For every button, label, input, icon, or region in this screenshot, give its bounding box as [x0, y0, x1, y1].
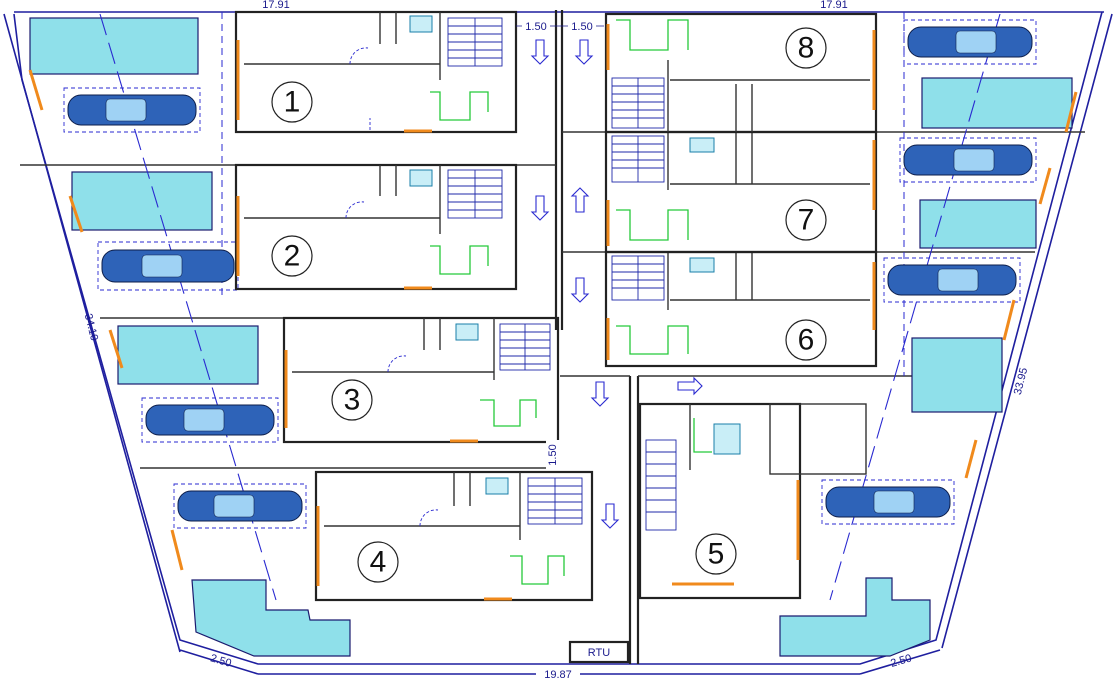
- dim-middle-gap: 1.50: [547, 444, 559, 465]
- car-icon: [141, 397, 279, 443]
- pool-icon: [921, 77, 1073, 129]
- pool-icon: [71, 171, 213, 231]
- entry-arrows: [530, 39, 703, 529]
- unit-4: [314, 470, 594, 602]
- stair-icon: [611, 255, 665, 301]
- car-icon: [899, 137, 1037, 183]
- technical-room: RTU: [568, 640, 630, 664]
- unit-5: [638, 402, 867, 600]
- pool-icon: [191, 579, 351, 657]
- dim-right-side: 33.95: [1012, 366, 1030, 396]
- unit-numbers: 1 2 3 4 5 6 7 8: [271, 27, 827, 583]
- dim-gap-right: 1.50: [571, 21, 592, 33]
- dim-top-left: 17.91: [262, 0, 290, 11]
- arrow-icon: [530, 39, 550, 65]
- parking: [63, 19, 1037, 529]
- unit-number-4: 4: [370, 546, 387, 579]
- dim-left-side: 34.10: [82, 312, 100, 342]
- unit-number-8: 8: [798, 32, 815, 65]
- car-icon: [63, 87, 201, 133]
- pool-icon: [919, 199, 1037, 249]
- pool-icon: [911, 337, 1003, 413]
- unit-number-3: 3: [344, 384, 361, 417]
- unit-7: [604, 130, 878, 254]
- unit-number-5: 5: [708, 538, 725, 571]
- car-icon: [173, 483, 307, 529]
- unit-number-2: 2: [284, 240, 301, 273]
- dim-bottom: 19.87: [544, 669, 572, 680]
- unit-3: [282, 316, 560, 444]
- stair-icon: [527, 477, 583, 525]
- pools: [29, 17, 1073, 657]
- arrow-icon: [600, 503, 620, 529]
- stair-icon: [611, 135, 665, 183]
- stair-icon: [499, 323, 551, 371]
- arrow-icon: [570, 277, 590, 303]
- car-icon: [903, 19, 1037, 65]
- arrow-icon: [574, 39, 594, 65]
- edge-windows: [28, 69, 1078, 571]
- car-icon: [821, 479, 955, 525]
- car-icon: [97, 241, 239, 291]
- arrow-icon: [570, 187, 590, 213]
- pool-icon: [779, 577, 931, 657]
- car-icon: [883, 257, 1021, 303]
- dim-gap-left: 1.50: [525, 21, 546, 33]
- unit-number-6: 6: [798, 324, 815, 357]
- stair-icon: [447, 169, 503, 219]
- unit-1: [234, 10, 518, 134]
- unit-2: [234, 163, 518, 291]
- unit-number-7: 7: [798, 204, 815, 237]
- stair-icon: [611, 77, 665, 129]
- dim-bottom-right: 2.50: [889, 652, 913, 669]
- stair-icon: [447, 17, 503, 67]
- arrow-icon: [590, 381, 610, 407]
- stair-icon: [645, 439, 677, 531]
- pool-icon: [29, 17, 199, 75]
- pool-icon: [117, 325, 259, 385]
- dim-top-right: 17.91: [820, 0, 848, 11]
- unit-number-1: 1: [284, 86, 301, 119]
- unit-6: [604, 250, 878, 368]
- arrow-icon: [677, 376, 703, 396]
- dim-bottom-left: 2.50: [209, 652, 233, 669]
- unit-8: [604, 12, 878, 134]
- arrow-icon: [530, 195, 550, 221]
- rtu-label: RTU: [588, 647, 610, 659]
- units: [234, 10, 878, 602]
